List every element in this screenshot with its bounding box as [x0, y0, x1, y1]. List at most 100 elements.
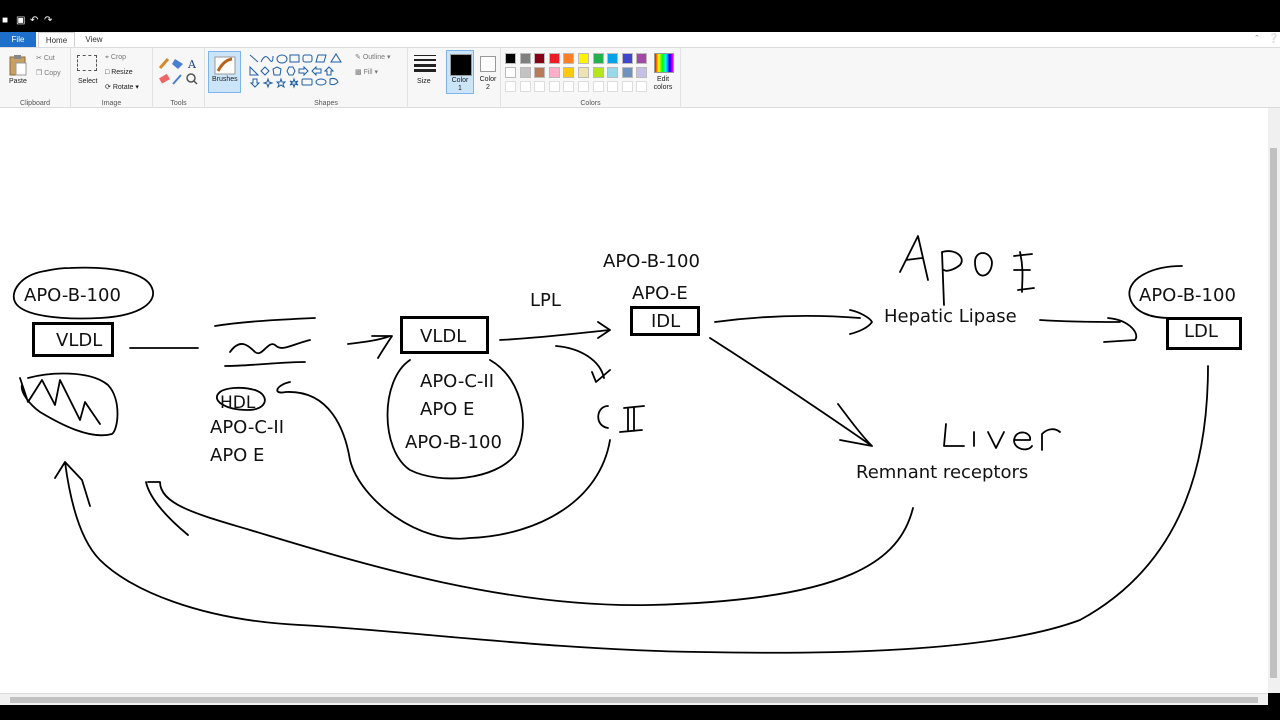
stroke-arrow-idl	[499, 321, 611, 341]
rotate-button[interactable]: ⟳ Rotate ▾	[105, 84, 139, 91]
brushes-group: Brushes	[205, 48, 245, 108]
rotate-label: Rotate	[112, 84, 134, 91]
tab-file[interactable]: File	[0, 32, 36, 47]
clipboard-label: Clipboard	[20, 100, 50, 107]
stroke-left-ellipse	[12, 266, 155, 320]
copy-button[interactable]: ❐ Copy	[36, 70, 61, 77]
size-group: Size	[408, 48, 443, 108]
palette-swatch[interactable]	[563, 53, 575, 64]
svg-text:A: A	[187, 58, 197, 71]
palette-swatch[interactable]	[548, 53, 560, 64]
palette-swatch[interactable]	[534, 53, 546, 64]
pencil-icon[interactable]	[158, 58, 170, 69]
custom-color-slot[interactable]	[607, 81, 619, 92]
shapes-gallery[interactable]	[248, 53, 348, 93]
palette-swatch[interactable]	[621, 67, 633, 78]
eraser-icon[interactable]	[159, 73, 170, 84]
custom-color-slot[interactable]	[636, 81, 648, 92]
palette-swatch[interactable]	[505, 67, 516, 78]
idl-box	[630, 306, 700, 336]
custom-color-slot[interactable]	[519, 81, 531, 92]
custom-color-slot[interactable]	[578, 81, 589, 92]
palette-swatch[interactable]	[563, 67, 575, 78]
shapes-group: ✎ Outline ▾ ▩ Fill ▾ Shapes	[245, 48, 408, 108]
size-button[interactable]: Size	[417, 78, 431, 85]
size-icon[interactable]	[414, 54, 436, 72]
select-button[interactable]: Select	[78, 78, 98, 85]
palette-swatch[interactable]	[636, 53, 648, 64]
cut-label: Cut	[43, 55, 55, 62]
drawing-canvas[interactable]: APO-B-100 VLDL HDL APO-C-II APO E VLDL A…	[0, 108, 1268, 693]
custom-color-slot[interactable]	[534, 81, 546, 92]
stroke-c2-c	[597, 405, 609, 429]
status-bar	[0, 705, 1280, 720]
fill-icon[interactable]	[172, 59, 183, 69]
palette-swatch[interactable]	[592, 67, 604, 78]
vldl-box-mid	[400, 316, 489, 354]
resize-button[interactable]: □ Resize	[105, 69, 133, 76]
custom-color-slot[interactable]	[563, 81, 575, 92]
custom-color-slot[interactable]	[505, 81, 516, 92]
paint-app-icon[interactable]: ■	[2, 15, 9, 26]
fill-button[interactable]: ▩ Fill ▾	[355, 69, 378, 76]
help-icon[interactable]: ❔	[1268, 33, 1280, 43]
custom-color-slot[interactable]	[621, 81, 633, 92]
custom-color-slot[interactable]	[548, 81, 560, 92]
crop-label: Crop	[110, 54, 127, 61]
brushes-button[interactable]: Brushes	[208, 51, 241, 93]
undo-icon[interactable]: ↶	[30, 15, 39, 26]
paste-icon[interactable]	[8, 54, 28, 76]
palette-swatch[interactable]	[505, 53, 516, 64]
palette-swatch[interactable]	[534, 67, 546, 78]
shapes-label: Shapes	[314, 100, 338, 107]
save-icon[interactable]: ▣	[16, 15, 26, 26]
vldl-left-label: VLDL	[56, 330, 103, 351]
minimize-ribbon-icon[interactable]: ⌃	[1254, 35, 1260, 42]
horizontal-scroll-thumb[interactable]	[10, 697, 1258, 703]
palette-swatch[interactable]	[578, 53, 589, 64]
stroke-arrow-vldl	[347, 335, 393, 359]
apo-b100-mid-label: APO-B-100	[405, 432, 502, 453]
redo-icon[interactable]: ↷	[44, 15, 53, 26]
horizontal-scrollbar[interactable]	[0, 693, 1268, 706]
apo-c2-left-label: APO-C-II	[210, 417, 285, 438]
outline-button[interactable]: ✎ Outline ▾	[355, 54, 391, 61]
idl-label: IDL	[651, 311, 681, 332]
palette-swatch[interactable]	[548, 67, 560, 78]
tab-view[interactable]: View	[85, 35, 103, 44]
vertical-scroll-thumb[interactable]	[1270, 148, 1277, 678]
apo-b100-left-label: APO-B-100	[24, 285, 121, 306]
tab-home[interactable]: Home	[38, 32, 75, 47]
palette-swatch[interactable]	[592, 53, 604, 64]
palette-swatch[interactable]	[636, 67, 648, 78]
colors-group: Colors	[500, 48, 681, 108]
crop-button[interactable]: ⌖ Crop	[105, 54, 127, 61]
stroke-arrow-hepatic	[714, 309, 873, 335]
cut-button[interactable]: ✂ Cut	[36, 55, 55, 62]
palette-swatch[interactable]	[607, 53, 619, 64]
magnifier-icon[interactable]	[186, 73, 198, 85]
palette-swatch[interactable]	[519, 53, 531, 64]
colors-label: Colors	[580, 100, 601, 107]
stroke-arrow-ldl	[1039, 317, 1138, 343]
color2-label: Color	[479, 76, 497, 83]
select-icon[interactable]	[77, 55, 97, 71]
text-icon[interactable]: A	[187, 58, 197, 71]
outline-label: Outline	[362, 54, 385, 61]
vertical-scrollbar[interactable]	[1268, 108, 1280, 693]
palette-swatch[interactable]	[621, 53, 633, 64]
custom-color-slot[interactable]	[592, 81, 604, 92]
hdl-label: HDL	[220, 393, 256, 413]
lpl-label: LPL	[530, 290, 561, 311]
color-picker-icon[interactable]	[172, 74, 182, 85]
palette-swatch[interactable]	[607, 67, 619, 78]
palette-swatch[interactable]	[519, 67, 531, 78]
palette-swatch[interactable]	[578, 67, 589, 78]
apo-e-mid-label: APO E	[420, 399, 475, 420]
stroke-liver-v	[987, 431, 1005, 449]
paste-button[interactable]: Paste	[9, 78, 27, 85]
stroke-wavy	[229, 339, 311, 355]
